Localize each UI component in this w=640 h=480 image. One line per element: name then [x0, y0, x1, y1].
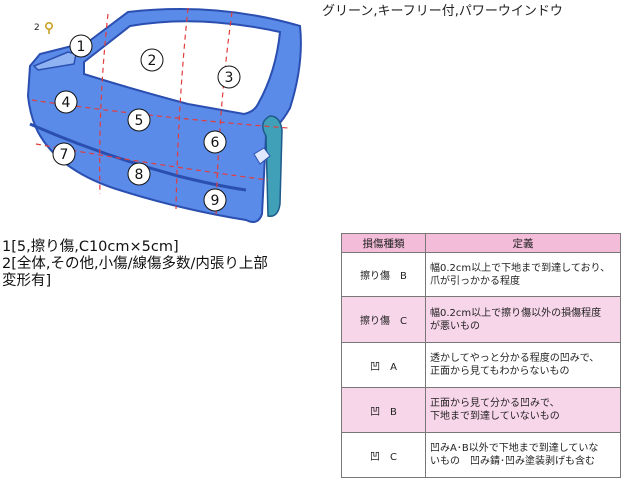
definition-cell: 透かしてやっと分かる程度の凹みで、 正面から見てもわからないもの — [425, 342, 621, 388]
door-diagram: 2 1 2 3 4 5 6 7 8 9 — [26, 7, 302, 223]
table-row: 擦り傷 C 幅0.2cm以上で擦り傷以外の損傷程度 が悪いもの — [341, 296, 621, 343]
region-5-label: 5 — [127, 108, 151, 132]
marker-number: 2 — [34, 23, 40, 33]
damage-type-cell: 凹 C — [341, 432, 426, 478]
region-1-label: 1 — [69, 34, 93, 58]
table-row: 凹 B 正面から見て分かる凹みで、 下地まで到達していないもの — [341, 387, 621, 433]
definition-cell: 幅0.2cm以上で下地まで到達しており、 爪が引っかかる程度 — [425, 252, 621, 297]
door-handle — [253, 147, 271, 165]
definition-cell: 正面から見て分かる凹みで、 下地まで到達していないもの — [425, 387, 621, 433]
damage-note-2: 2[全体,その他,小傷/線傷多数/内張り上部 — [2, 256, 268, 272]
region-8-label: 8 — [127, 162, 151, 186]
door-molding — [29, 122, 247, 192]
damage-type-cell: 凹 A — [341, 342, 426, 388]
damage-type-cell: 凹 B — [341, 387, 426, 433]
svg-text:8: 8 — [135, 167, 144, 183]
damage-note-2-continued: 変形有] — [2, 273, 52, 289]
svg-text:5: 5 — [135, 113, 144, 129]
svg-text:3: 3 — [225, 70, 234, 86]
table-row: 凹 A 透かしてやっと分かる程度の凹みで、 正面から見てもわからないもの — [341, 342, 621, 388]
region-3-label: 3 — [217, 65, 241, 89]
door-rear-edge — [262, 115, 283, 217]
svg-text:4: 4 — [62, 95, 71, 111]
definition-cell: 凹みA･B以外で下地まで到達していな いもの 凹み錆･凹み塗装剥げも含む — [425, 432, 621, 478]
svg-text:1: 1 — [77, 39, 86, 55]
damage-definition-table: 損傷種類 定義 擦り傷 B 幅0.2cm以上で下地まで到達しており、 爪が引っか… — [341, 233, 621, 478]
damage-note-1: 1[5,擦り傷,C10cm×5cm] — [2, 239, 179, 255]
damage-type-cell: 擦り傷 B — [341, 252, 426, 297]
table-header-row: 損傷種類 定義 — [341, 233, 621, 253]
svg-text:2: 2 — [148, 53, 157, 69]
region-9-label: 9 — [203, 188, 227, 212]
region-2-label: 2 — [140, 48, 164, 72]
side-mirror — [32, 51, 77, 71]
region-6-label: 6 — [203, 130, 227, 154]
svg-text:7: 7 — [60, 147, 69, 163]
svg-text:6: 6 — [211, 135, 220, 151]
door-window — [83, 20, 282, 116]
damage-notes: 1[5,擦り傷,C10cm×5cm] 2[全体,その他,小傷/線傷多数/内張り上… — [2, 239, 332, 290]
region-7-label: 7 — [52, 142, 76, 166]
table-row: 凹 C 凹みA･B以外で下地まで到達していな いもの 凹み錆･凹み塗装剥げも含む — [341, 432, 621, 478]
vehicle-spec-title: グリーン,キーフリー付,パワーウインドウ — [322, 4, 563, 19]
table-row: 擦り傷 B 幅0.2cm以上で下地まで到達しており、 爪が引っかかる程度 — [341, 252, 621, 297]
header-damage-type: 損傷種類 — [341, 233, 426, 253]
svg-text:9: 9 — [211, 193, 220, 209]
definition-cell: 幅0.2cm以上で擦り傷以外の損傷程度 が悪いもの — [425, 296, 621, 343]
header-definition: 定義 — [425, 233, 621, 253]
region-4-label: 4 — [54, 90, 78, 114]
location-pin-icon — [44, 21, 53, 34]
damage-type-cell: 擦り傷 C — [341, 296, 426, 343]
